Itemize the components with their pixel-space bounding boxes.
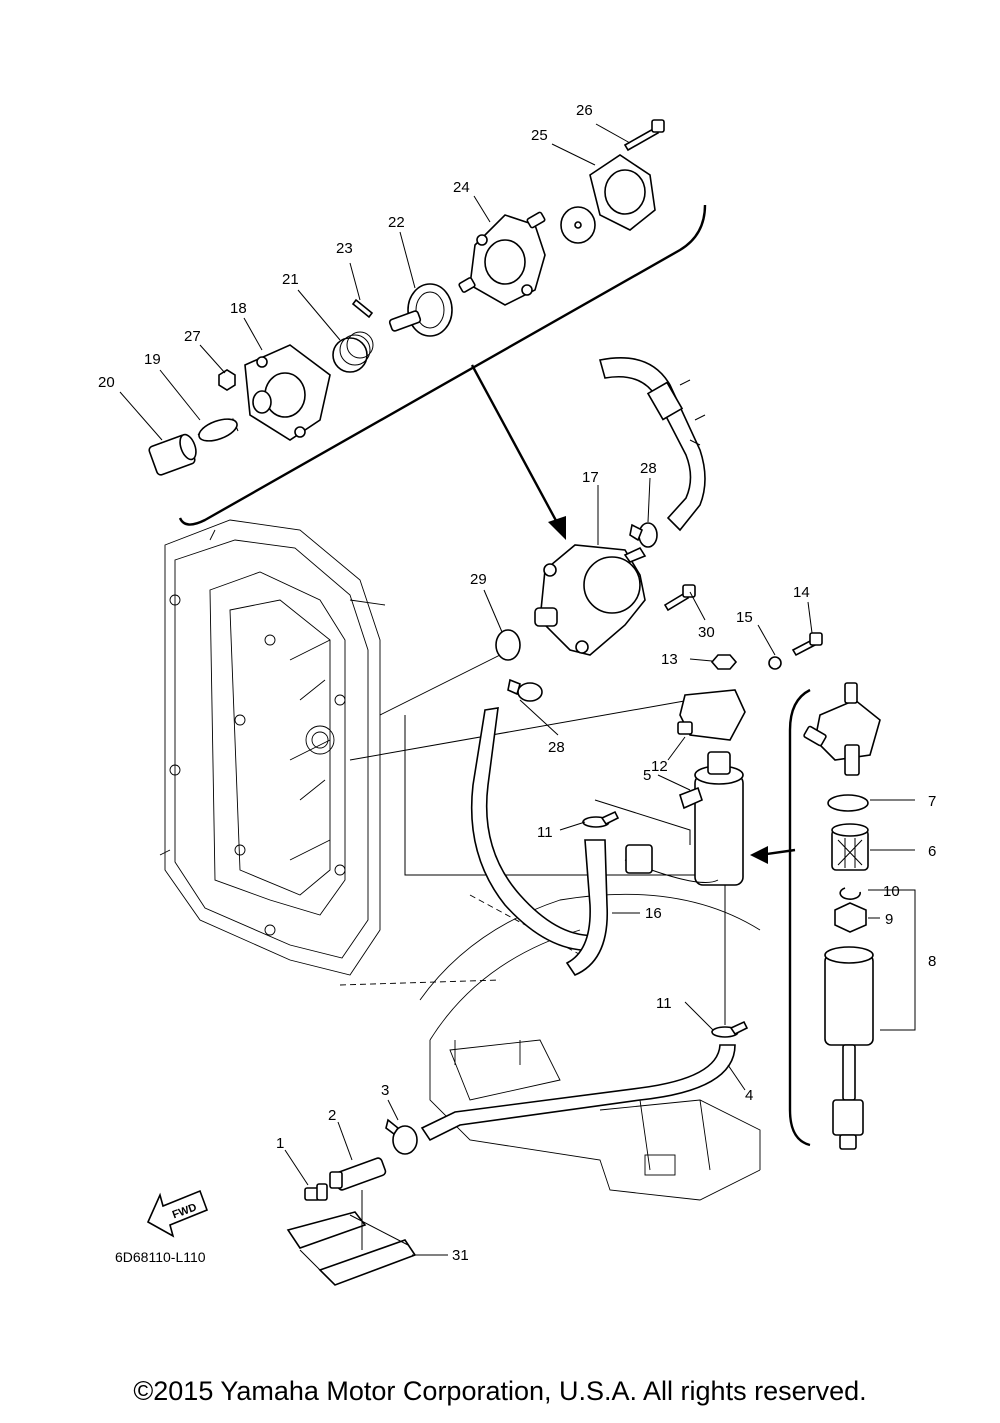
hose-clip-upper <box>629 522 658 548</box>
guide-line-29 <box>379 649 511 716</box>
callout-3: 3 <box>381 1082 389 1099</box>
callout-31: 31 <box>452 1247 469 1264</box>
callout-12: 12 <box>651 758 668 775</box>
guide-line-cylinder <box>404 715 720 876</box>
copyright-notice: ©2015 Yamaha Motor Corporation, U.S.A. A… <box>133 1376 867 1406</box>
o-ring-7 <box>827 794 869 812</box>
circlip-10 <box>839 887 861 900</box>
callout-11-lower: 11 <box>656 995 672 1012</box>
callout-24: 24 <box>453 179 470 196</box>
bracket-12 <box>677 689 746 741</box>
bolt-14 <box>791 632 823 657</box>
callout-26: 26 <box>576 102 593 119</box>
washer-15 <box>768 656 782 670</box>
callout-16: 16 <box>645 905 662 922</box>
filter-cup-8 <box>824 946 874 1150</box>
callout-29: 29 <box>470 571 487 588</box>
fuel-pump-assembly <box>534 544 647 656</box>
nut-9 <box>834 902 867 933</box>
spring-19 <box>197 417 239 442</box>
callout-17: 17 <box>582 469 599 486</box>
hose-clip-lower <box>507 678 543 702</box>
upper-hose <box>598 357 706 532</box>
spring-21 <box>332 331 374 373</box>
pump-detail-bracket <box>178 204 707 526</box>
fuel-hose-16 <box>565 839 609 976</box>
filter-element-6 <box>831 823 869 871</box>
bracket-8-line <box>880 889 916 1031</box>
screw-26 <box>623 119 665 152</box>
callout-13: 13 <box>661 651 678 668</box>
callout-25: 25 <box>531 127 548 144</box>
clamp-11-lower <box>711 1020 749 1038</box>
guide-line-bracket <box>349 699 691 761</box>
pump-cover-18 <box>244 344 331 441</box>
callout-18: 18 <box>230 300 247 317</box>
callout-15: 15 <box>736 609 753 626</box>
fuel-hose-4 <box>420 1044 736 1142</box>
callout-27: 27 <box>184 328 201 345</box>
callout-5: 5 <box>643 767 651 784</box>
lower-case-outline <box>419 893 761 1201</box>
fuel-hose-loop <box>470 707 601 952</box>
callout-2: 2 <box>328 1107 336 1124</box>
callout-28-upper: 28 <box>640 460 657 477</box>
diaphragm-22 <box>388 283 453 337</box>
callout-22: 22 <box>388 214 405 231</box>
fuel-filter-assembly-5 <box>624 751 744 886</box>
clamp-3 <box>385 1118 418 1155</box>
callout-20: 20 <box>98 374 115 391</box>
filter-detail-bracket <box>788 688 811 1147</box>
callout-28-lower: 28 <box>548 739 565 756</box>
callout-14: 14 <box>793 584 810 601</box>
o-ring-29 <box>495 629 521 661</box>
bolt-30 <box>663 584 696 612</box>
callout-21: 21 <box>282 271 299 288</box>
guide-line-filter <box>594 799 691 845</box>
piston-20 <box>148 433 197 476</box>
outer-cover-25 <box>589 154 656 231</box>
callout-1: 1 <box>276 1135 284 1152</box>
nut-27 <box>218 369 236 391</box>
fwd-arrow: FWD <box>146 1189 209 1238</box>
callout-9: 9 <box>885 911 893 928</box>
pin-23 <box>351 298 374 319</box>
callout-7: 7 <box>928 793 936 810</box>
drawing-code: 6D68110-L110 <box>115 1249 206 1265</box>
leader-lines <box>119 123 915 1256</box>
connector-2 <box>329 1157 387 1191</box>
callout-8: 8 <box>928 953 936 970</box>
cylinder-head-outline <box>159 519 386 976</box>
pump-detail-arrow <box>470 364 562 529</box>
plug-1 <box>304 1183 328 1201</box>
filter-head <box>803 682 881 776</box>
pump-body-24 <box>458 211 546 306</box>
callout-10: 10 <box>883 883 900 900</box>
pump-detail-arrowhead <box>548 516 566 540</box>
clamp-11-upper <box>582 810 620 828</box>
callout-4: 4 <box>745 1087 753 1104</box>
callout-23: 23 <box>336 240 353 257</box>
callout-30: 30 <box>698 624 715 641</box>
filter-detail-arrowhead <box>750 846 768 864</box>
callout-6: 6 <box>928 843 936 860</box>
nut-13 <box>710 654 738 670</box>
connector-cover-31 <box>286 1211 417 1286</box>
callout-11-upper: 11 <box>537 824 553 841</box>
callout-19: 19 <box>144 351 161 368</box>
callout-labels: 26 25 24 22 23 21 18 27 19 20 17 28 29 3… <box>98 102 936 1264</box>
guide-line-hose <box>339 894 591 986</box>
